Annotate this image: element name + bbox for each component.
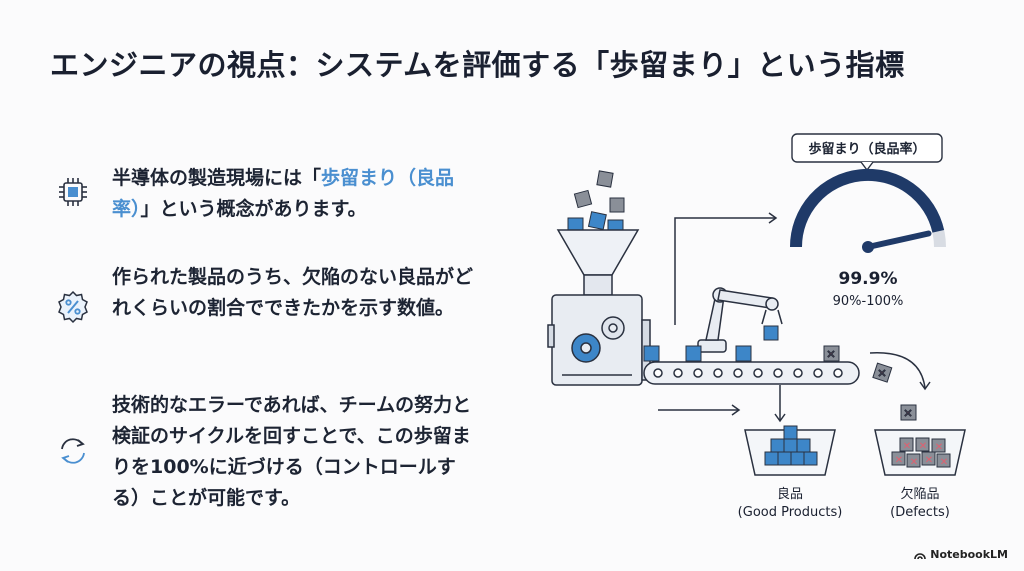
svg-text:✕: ✕: [877, 367, 886, 380]
svg-text:✕: ✕: [903, 441, 911, 452]
cycle-arrows-icon: [61, 438, 85, 464]
svg-text:✕: ✕: [903, 407, 912, 420]
svg-text:✕: ✕: [935, 442, 943, 453]
svg-text:✕: ✕: [919, 441, 927, 452]
hopper: [556, 229, 640, 296]
defect-label: 欠陥品: [900, 486, 939, 502]
point-text: 半導体の製造現場には「歩留まり（良品率）」という概念があります。: [112, 167, 455, 220]
gauge-needle: [865, 230, 932, 250]
svg-text:✕: ✕: [910, 457, 918, 468]
raw-material-cubes: [567, 170, 625, 236]
gauge-fill: [789, 168, 945, 248]
yield-gauge: 歩留まり（良品率） 99.9% 90%-100%: [789, 133, 946, 309]
gauge-range: 90%-100%: [833, 294, 904, 309]
point-text: 技術的なエラーであれば、チームの努力と検証のサイクルを回すことで、この歩留まりを…: [112, 394, 472, 509]
chip-icon: [59, 178, 87, 206]
point-yield-control: 技術的なエラーであれば、チームの努力と検証のサイクルを回すことで、この歩留まりを…: [56, 390, 482, 514]
good-products-bin: [744, 425, 836, 476]
gauge-label: 歩留まり（良品率）: [808, 141, 925, 157]
defects-bin: ✕✕✕ ✕✕✕✕: [874, 429, 966, 476]
processing-machine: [547, 294, 651, 386]
robot-arm: [697, 287, 783, 353]
gauge-value: 99.9%: [839, 269, 898, 289]
svg-text:✕: ✕: [940, 457, 948, 468]
conveyor-belt: [643, 361, 860, 385]
point-yield-definition: 作られた製品のうち、欠陥のない良品がどれくらいの割合でできたかを示す数値。: [56, 262, 482, 324]
highlight-term: 歩留まり（良品率）: [112, 167, 455, 220]
gauge-hub: [862, 241, 874, 253]
svg-text:✕: ✕: [826, 348, 835, 361]
good-label: 良品: [777, 486, 803, 502]
flow-arrow-to-gauge: [674, 212, 778, 325]
notebooklm-icon: [914, 552, 927, 559]
svg-text:✕: ✕: [925, 455, 933, 466]
point-yield-concept: 半導体の製造現場には「歩留まり（良品率）」という概念があります。: [56, 163, 482, 225]
page-title: エンジニアの視点：システムを評価する「歩留まり」という指標: [50, 48, 905, 82]
yield-diagram: 歩留まり（良品率） 99.9% 90%-100%: [547, 133, 966, 520]
good-label-en: (Good Products): [738, 505, 843, 520]
percent-badge-icon: [58, 290, 88, 324]
svg-text:✕: ✕: [895, 455, 903, 466]
products-on-belt: ✕ ✕ ✕: [643, 325, 917, 421]
flow-arrows: [658, 352, 931, 423]
brand-logo: NotebookLM: [914, 548, 1008, 561]
point-text: 作られた製品のうち、欠陥のない良品がどれくらいの割合でできたかを示す数値。: [112, 266, 474, 319]
defect-label-en: (Defects): [890, 505, 950, 520]
brand-name: NotebookLM: [930, 548, 1008, 561]
